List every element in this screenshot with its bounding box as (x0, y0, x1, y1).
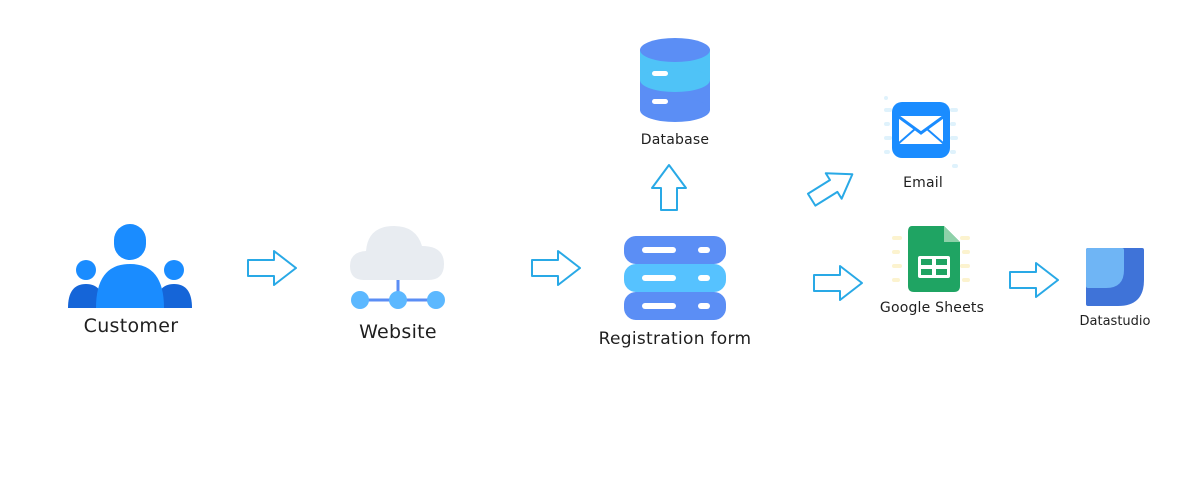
datastudio-icon (1086, 248, 1144, 306)
arrow-right-icon (813, 265, 863, 301)
datastudio-node (1084, 246, 1146, 308)
website-node (346, 218, 450, 314)
email-label: Email (903, 175, 943, 191)
arrow-right-icon (247, 250, 297, 286)
sheets-label: Google Sheets (879, 300, 985, 316)
datastudio-label: Datastudio (1079, 314, 1151, 329)
google-sheets-icon (892, 226, 970, 292)
arrow-up-icon (651, 164, 687, 211)
customer-node (66, 222, 194, 308)
email-icon (884, 96, 958, 168)
database-label: Database (640, 132, 710, 148)
registration-node (624, 236, 726, 322)
database-icon (640, 38, 710, 122)
arrow-right-icon (531, 250, 581, 286)
customer-label: Customer (83, 315, 179, 337)
email-node (882, 94, 962, 170)
sheets-node (890, 222, 974, 294)
cloud-network-icon (350, 226, 445, 309)
registration-label: Registration form (598, 329, 752, 349)
users-icon (68, 224, 192, 308)
website-label: Website (359, 321, 437, 343)
database-node (638, 36, 712, 124)
arrow-diagonal-icon (806, 172, 854, 207)
arrow-right-icon (1009, 262, 1059, 298)
server-stack-icon (624, 236, 726, 320)
